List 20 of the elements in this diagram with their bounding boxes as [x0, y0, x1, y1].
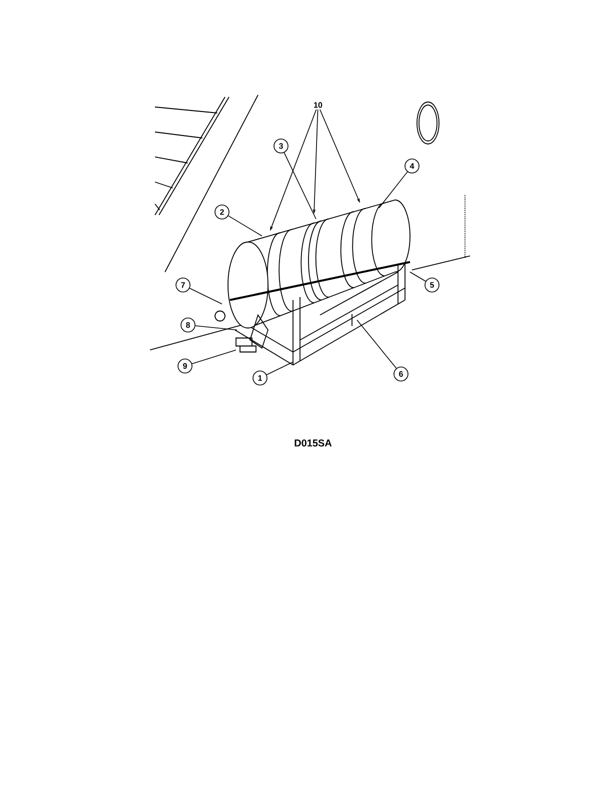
callout-number: 7 — [176, 278, 190, 292]
callout-number: 3 — [274, 138, 288, 154]
leader-line — [192, 350, 236, 364]
leader-line — [194, 325, 238, 330]
callout-number: 1 — [252, 370, 268, 386]
callout-number: 5 — [424, 278, 440, 292]
leader-line — [284, 152, 316, 220]
leader-line — [189, 288, 222, 304]
callout-number: 10 — [314, 102, 322, 108]
callout-number: 2 — [214, 204, 230, 220]
callout-number: 4 — [404, 158, 420, 174]
leader-line — [266, 362, 294, 376]
leader-line — [228, 215, 262, 236]
leader-line — [378, 171, 408, 208]
callout-number: 6 — [394, 366, 408, 382]
leader-line — [356, 320, 397, 369]
callout-number: 8 — [180, 318, 196, 332]
callout-number: 9 — [178, 358, 192, 374]
caption: D015SA — [294, 439, 332, 447]
leader-line — [410, 272, 426, 282]
